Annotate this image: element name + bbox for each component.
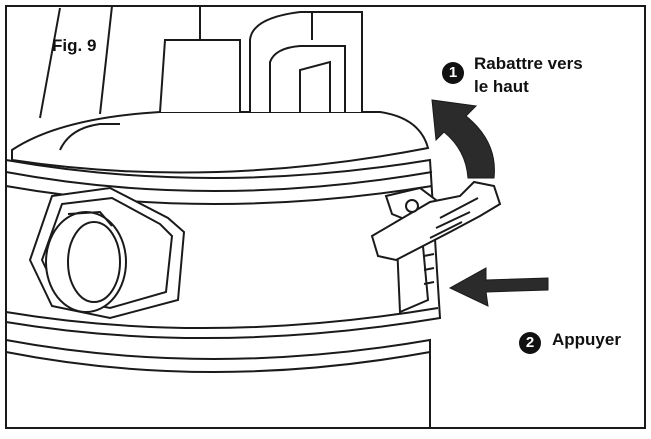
- arrow-up-icon: [431, 99, 495, 179]
- step-1-line-1: Rabattre vers: [474, 54, 583, 73]
- step-2-badge: 2: [519, 332, 541, 354]
- latch-clip: [370, 180, 502, 314]
- step-1-line-2: le haut: [474, 77, 529, 96]
- figure-label: Fig. 9: [52, 36, 97, 55]
- motor-head: [11, 5, 430, 174]
- tank-body: [5, 338, 431, 429]
- step-2-text: Appuyer: [552, 330, 621, 349]
- hose-inlet: [28, 186, 186, 320]
- step-1-text: Rabattre vers le haut: [474, 52, 583, 98]
- arrow-left-icon: [448, 267, 549, 307]
- step-1-badge: 1: [442, 62, 464, 84]
